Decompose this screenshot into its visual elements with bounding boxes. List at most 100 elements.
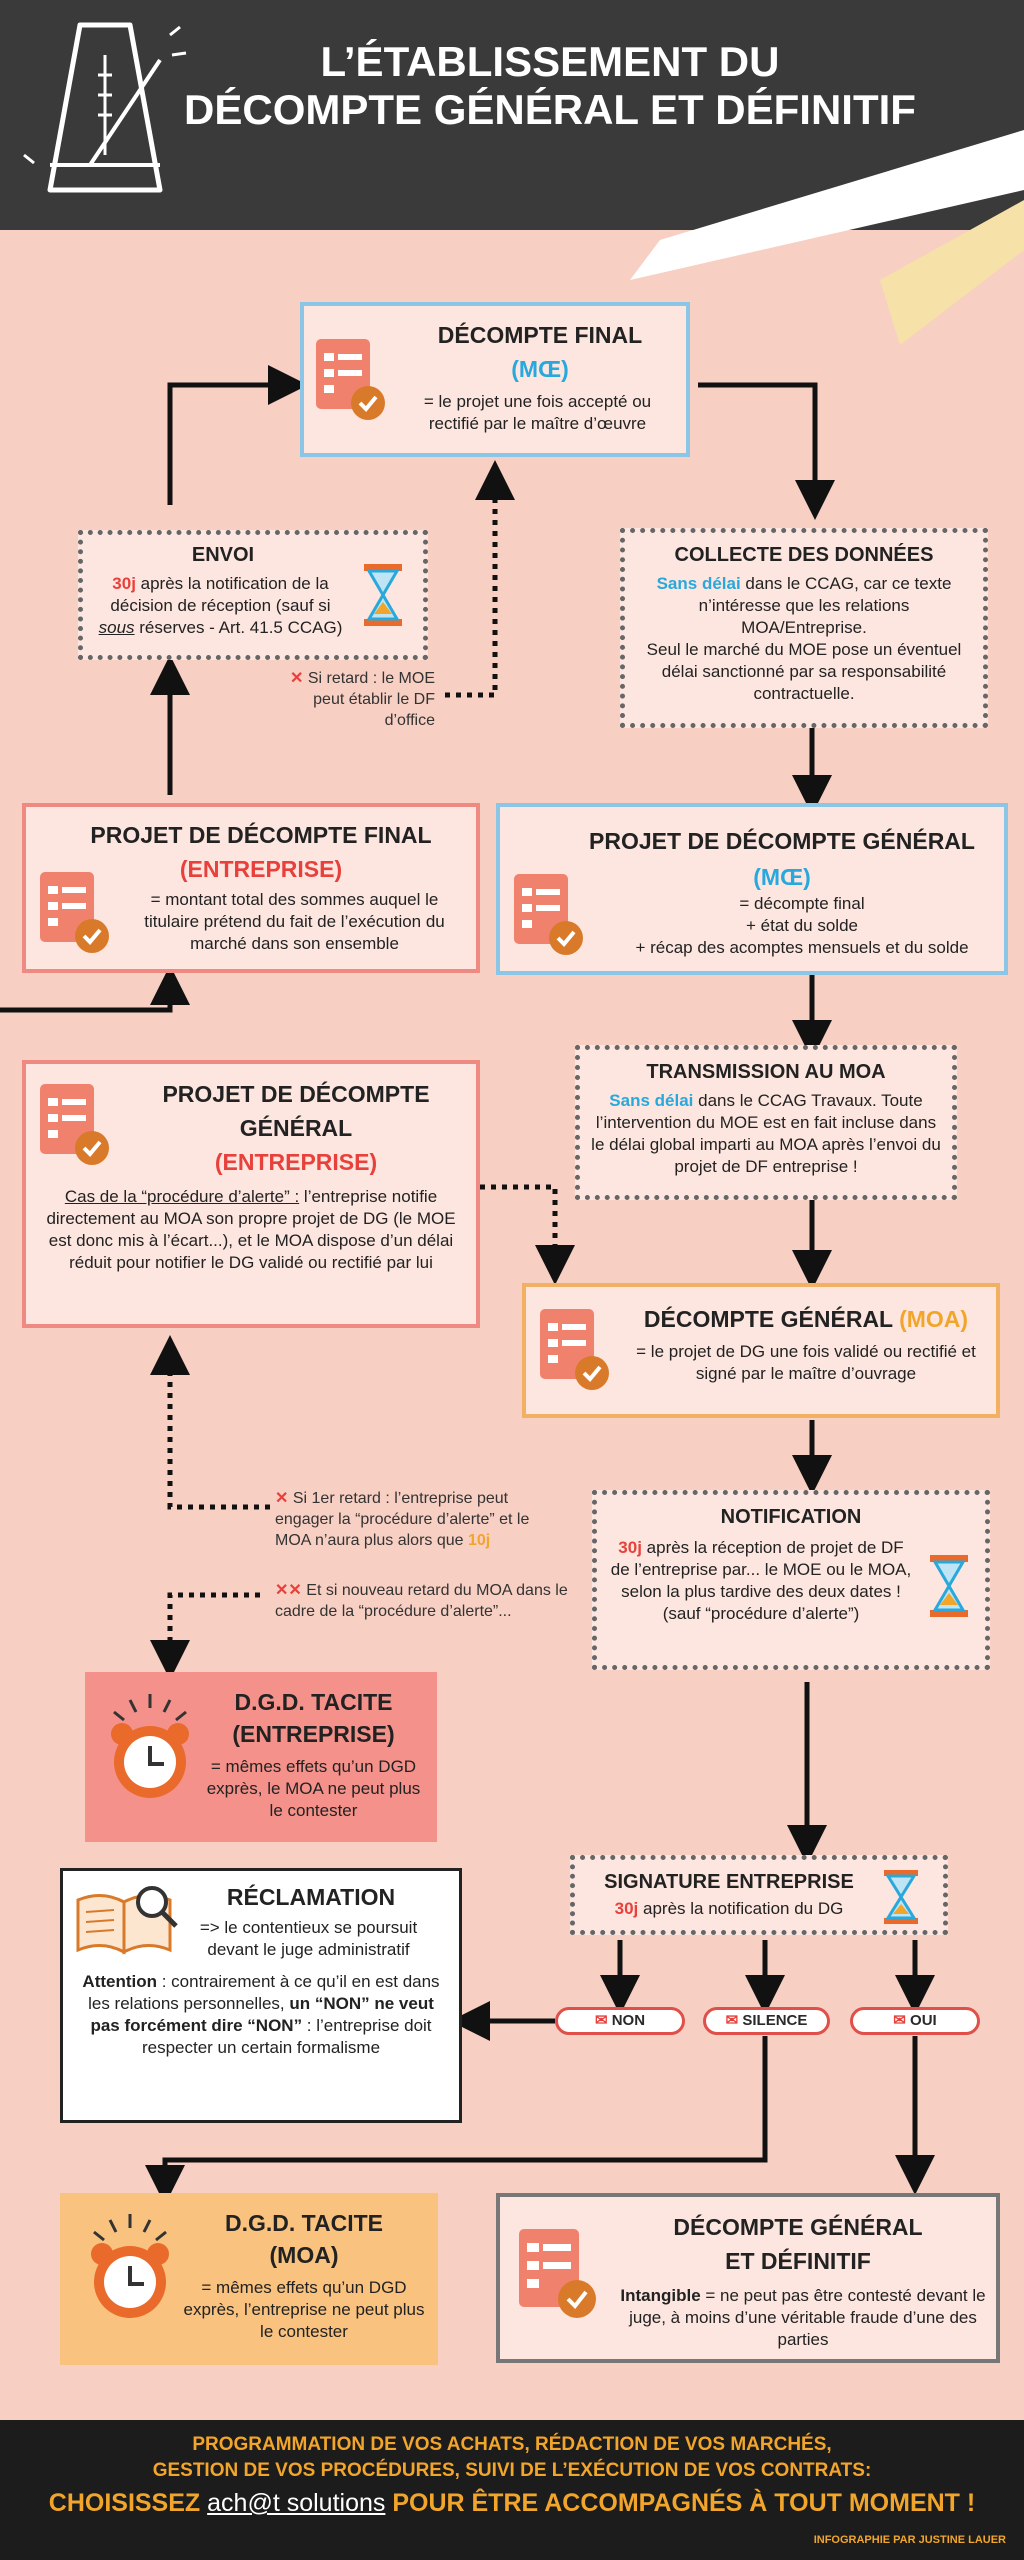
signature-text: après la notification du DG — [638, 1899, 844, 1918]
decompte-final-title: DÉCOMPTE FINAL — [437, 322, 643, 348]
mail-icon: ✉ — [893, 2012, 906, 2029]
transmission-lead: Sans délai — [609, 1091, 694, 1110]
pdg-entreprise-actor: (ENTREPRISE) — [214, 1149, 378, 1175]
pdf-entreprise-text: = montant total des sommes auquel le tit… — [144, 890, 445, 953]
collecte-lead: Sans délai — [656, 574, 741, 593]
footer-credit: INFOGRAPHIE PAR JUSTINE LAUER — [813, 2534, 1006, 2546]
double-cross-icon: ✕✕ — [275, 1582, 302, 1599]
transmission-text: dans le CCAG Travaux. Toute l’interventi… — [591, 1091, 941, 1176]
footer-tagline: PROGRAMMATION DE VOS ACHATS, RÉDACTION D… — [0, 2432, 1024, 2484]
reclamation-non: un “NON” ne veut pas forcément dire “NON… — [90, 1994, 434, 2035]
reclamation-text-3: : l’entreprise doit respecter un certain… — [141, 2016, 432, 2057]
reclamation-attention: Attention — [82, 1972, 158, 1991]
retard-2-text: Et si nouveau retard du MOA dans le cadr… — [275, 1582, 568, 1620]
transmission-title: TRANSMISSION AU MOA — [646, 1061, 886, 1083]
pdg-entreprise-text: l’entreprise notifie directement au MOA … — [46, 1187, 456, 1272]
reclamation-text-2: : contrairement à ce qu’il en est dans l… — [88, 1972, 440, 2013]
dgd-final-title-1: DÉCOMPTE GÉNÉRAL — [673, 2214, 923, 2240]
metronome-icon — [23, 22, 187, 193]
response-silence-label: SILENCE — [742, 2012, 808, 2029]
dgd-tacite-moa-title-1: D.G.D. TACITE — [224, 2210, 383, 2236]
cross-icon: ✕ — [289, 670, 304, 687]
transmission-box: TRANSMISSION AU MOA Sans délai dans le C… — [575, 1045, 957, 1200]
flow-connectors — [0, 365, 935, 2205]
projet-decompte-general-entreprise-box: PROJET DE DÉCOMPTE GÉNÉRAL (ENTREPRISE) … — [22, 1060, 480, 1328]
notification-text-2: (sauf “procédure d’alerte”) — [662, 1604, 860, 1623]
mail-icon: ✉ — [594, 2012, 608, 2029]
pdf-entreprise-actor: (ENTREPRISE) — [179, 856, 343, 882]
footer-cta: CHOISISSEZ ach@t solutions POUR ÊTRE ACC… — [0, 2487, 1024, 2519]
pdg-moe-line-3: + récap des acomptes mensuels et du sold… — [635, 938, 969, 957]
dgd-final-box: DÉCOMPTE GÉNÉRAL ET DÉFINITIF Intangible… — [496, 2193, 1000, 2363]
retard-1-note: ✕ Si 1er retard : l’entreprise peut enga… — [275, 1488, 560, 1551]
cross-icon: ✕ — [275, 1490, 289, 1507]
response-silence: ✉ SILENCE — [703, 2007, 830, 2035]
alarm-clock-icon — [111, 1694, 189, 1798]
footer-line-2: GESTION DE VOS PROCÉDURES, SUIVI DE L’EX… — [152, 2460, 872, 2481]
dgd-final-text: = ne peut pas être contesté devant le ju… — [629, 2286, 986, 2349]
document-check-icon — [514, 874, 583, 955]
dgd-tacite-ent-title-2: (ENTREPRISE) — [232, 1721, 395, 1747]
signature-title: SIGNATURE ENTREPRISE — [604, 1871, 854, 1893]
decompte-final-text: = le projet une fois accepté ou rectifié… — [423, 392, 652, 433]
hourglass-icon — [930, 1555, 968, 1617]
notification-title: NOTIFICATION — [720, 1506, 862, 1528]
pdg-entreprise-title-2: GÉNÉRAL — [239, 1115, 353, 1141]
envoi-sous: sous — [98, 618, 135, 637]
envoi-text: après la notification de la décision de … — [110, 574, 331, 615]
pdg-entreprise-case: Cas de la “procédure d’alerte” : — [64, 1187, 300, 1206]
hourglass-icon — [884, 1870, 918, 1924]
document-check-icon — [40, 1084, 109, 1165]
envoi-title: ENVOI — [191, 544, 255, 566]
brand-link[interactable]: ach@t solutions — [207, 2489, 386, 2517]
pdg-entreprise-title-1: PROJET DE DÉCOMPTE — [162, 1081, 430, 1107]
envoi-box: ENVOI 30j après la notification de la dé… — [78, 530, 428, 660]
notification-text: après la réception de projet de DF de l’… — [610, 1538, 912, 1601]
page-title: L’ÉTABLISSEMENT DU DÉCOMPTE GÉNÉRAL ET D… — [170, 38, 930, 134]
dgd-tacite-moa-text: = mêmes effets qu’un DGD exprès, l’entre… — [183, 2278, 425, 2341]
retard-1-delay: 10j — [468, 1532, 491, 1549]
pdg-moe-line-1: = décompte final — [739, 894, 865, 913]
mail-icon: ✉ — [725, 2012, 739, 2029]
alarm-clock-icon — [91, 2214, 169, 2318]
dgd-final-lead: Intangible — [620, 2286, 701, 2305]
collecte-text: dans le CCAG, car ce texte n’intéresse q… — [698, 574, 952, 637]
title-line-1: L’ÉTABLISSEMENT DU — [320, 38, 780, 85]
reclamation-title: RÉCLAMATION — [226, 1884, 396, 1910]
reclamation-text: => le contentieux se poursuit devant le … — [199, 1918, 418, 1959]
collecte-box: COLLECTE DES DONNÉES Sans délai dans le … — [620, 528, 988, 728]
response-oui-label: OUI — [910, 2012, 937, 2029]
dg-moa-text: = le projet de DG une fois validé ou rec… — [636, 1342, 976, 1383]
footer-line-1: PROGRAMMATION DE VOS ACHATS, RÉDACTION D… — [192, 2434, 832, 2455]
pdg-moe-title: PROJET DE DÉCOMPTE GÉNÉRAL — [589, 828, 975, 854]
retard-1-text: Si 1er retard : l’entreprise peut engage… — [275, 1490, 530, 1549]
document-check-icon — [519, 2229, 596, 2318]
notification-delay: 30j — [618, 1538, 642, 1557]
document-check-icon — [540, 1309, 609, 1390]
pdg-moe-actor: (MŒ) — [753, 864, 811, 890]
document-check-icon — [40, 872, 109, 953]
decorative-stripes — [630, 130, 1024, 345]
footer — [0, 2420, 1024, 2560]
decompte-final-actor: (MŒ) — [511, 356, 569, 382]
dgd-final-title-2: ET DÉFINITIF — [725, 2248, 871, 2274]
book-magnifier-icon — [76, 1886, 178, 1955]
response-non: ✉ NON — [555, 2007, 685, 2035]
footer-cta-end: POUR ÊTRE ACCOMPAGNÉS À TOUT MOMENT ! — [385, 2489, 976, 2517]
envoi-delay: 30j — [112, 574, 136, 593]
dgd-tacite-moa-title-2: (MOA) — [269, 2242, 339, 2268]
hourglass-icon — [364, 564, 402, 626]
dg-moa-title: DÉCOMPTE GÉNÉRAL — [643, 1306, 900, 1332]
collecte-title: COLLECTE DES DONNÉES — [674, 544, 934, 566]
response-non-label: NON — [611, 2012, 646, 2029]
notification-box: NOTIFICATION 30j après la réception de p… — [592, 1490, 990, 1670]
signature-delay: 30j — [614, 1899, 639, 1918]
decompte-final-box: DÉCOMPTE FINAL (MŒ) = le projet une fois… — [300, 302, 690, 457]
dg-moa-actor: (MOA) — [899, 1306, 969, 1332]
dgd-tacite-ent-title-1: D.G.D. TACITE — [234, 1689, 393, 1715]
footer-cta-start: CHOISISSEZ — [48, 2489, 208, 2517]
projet-decompte-general-moe-box: PROJET DE DÉCOMPTE GÉNÉRAL (MŒ) = décomp… — [496, 803, 1008, 975]
response-oui: ✉ OUI — [850, 2007, 980, 2035]
dgd-tacite-ent-text: = mêmes effets qu’un DGD exprès, le MOA … — [206, 1757, 421, 1820]
retard-2-note: ✕✕ Et si nouveau retard du MOA dans le c… — [275, 1580, 575, 1622]
